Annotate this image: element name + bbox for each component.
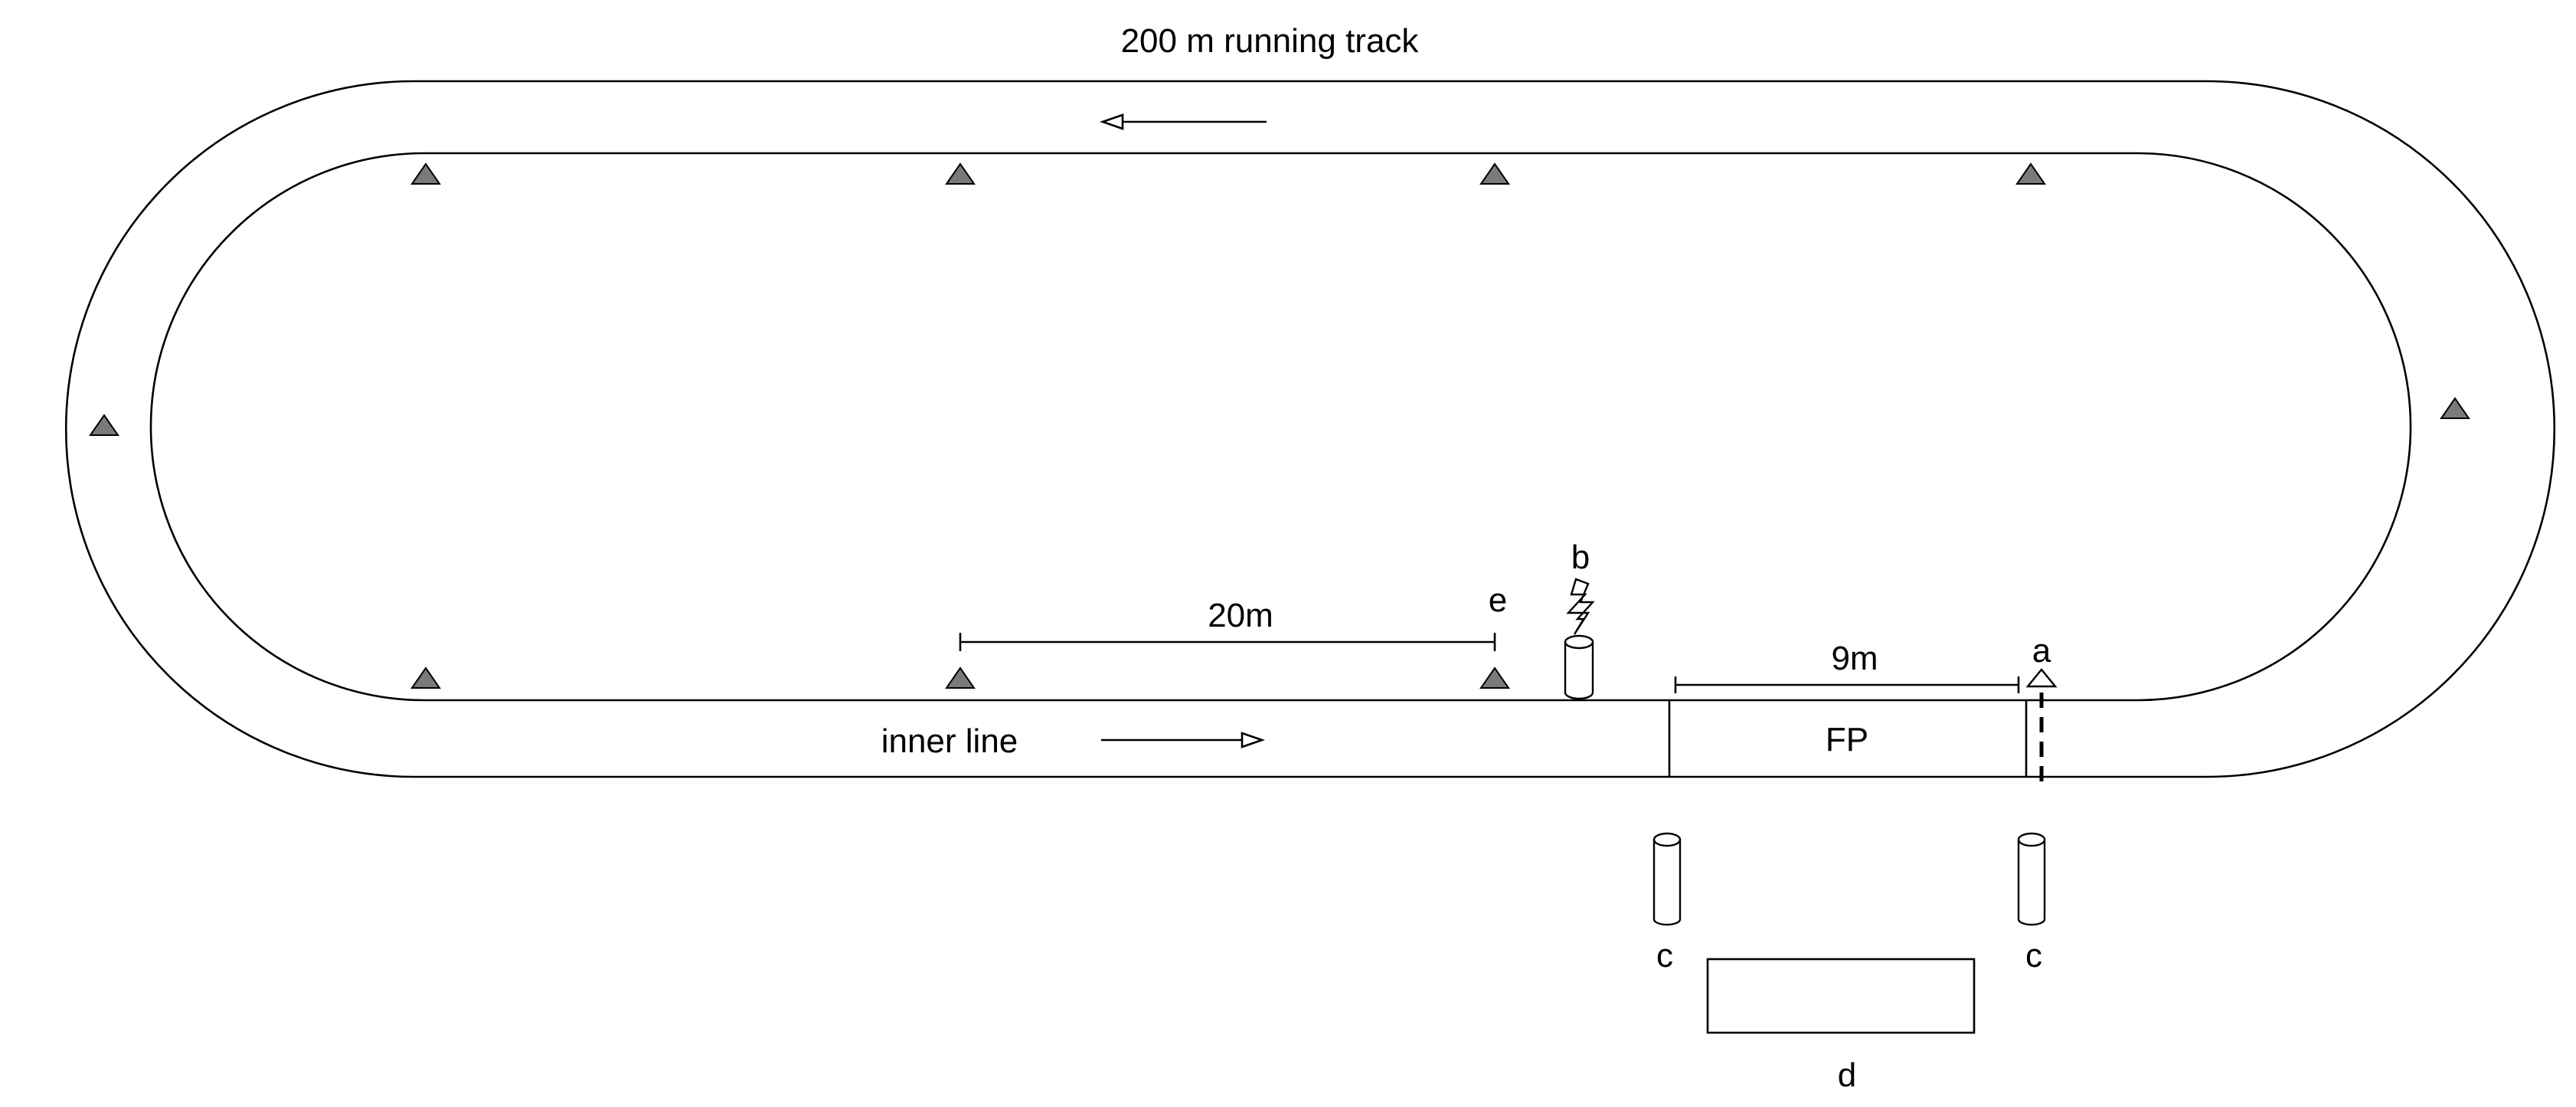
- label-e: e: [1489, 581, 1507, 619]
- label-c-left: c: [1656, 937, 1673, 974]
- label-fp: FP: [1826, 721, 1868, 758]
- cylinder-b-cylinder-icon: [1564, 634, 1594, 700]
- cone-icon: [945, 666, 976, 689]
- cone-icon: [89, 414, 119, 436]
- dimension-20m: [959, 633, 1496, 651]
- label-d: d: [1838, 1056, 1856, 1094]
- cone-icon: [1479, 666, 1510, 689]
- box-d: [1706, 958, 1976, 1034]
- cylinder-c-left-cylinder-icon: [1652, 832, 1682, 926]
- inner-track-line: [149, 152, 2412, 702]
- lightning-icon: [1566, 578, 1595, 635]
- label-20m: 20m: [1208, 597, 1273, 634]
- cone-icon: [2015, 162, 2046, 185]
- label-c-right: c: [2025, 937, 2042, 974]
- direction-arrow-bottom: [1101, 732, 1265, 748]
- label-9m: 9m: [1831, 640, 1878, 677]
- fp-zone: [1668, 700, 2028, 777]
- cone-icon: [410, 666, 441, 689]
- label-inner-line: inner line: [881, 722, 1018, 760]
- outer-track-line: [64, 80, 2556, 778]
- dimension-9m: [1674, 676, 2020, 693]
- label-b: b: [1571, 539, 1590, 576]
- cone-icon: [1479, 162, 1510, 185]
- cone-icon: [2440, 397, 2470, 419]
- cone-icon: [945, 162, 976, 185]
- marker-a-cone-icon: [2025, 668, 2058, 688]
- label-a: a: [2032, 632, 2051, 670]
- diagram-title: 200 m running track: [1121, 22, 1420, 60]
- cylinder-c-right-cylinder-icon: [2017, 832, 2046, 926]
- cone-icon: [410, 162, 441, 185]
- direction-arrow-top: [1100, 113, 1267, 130]
